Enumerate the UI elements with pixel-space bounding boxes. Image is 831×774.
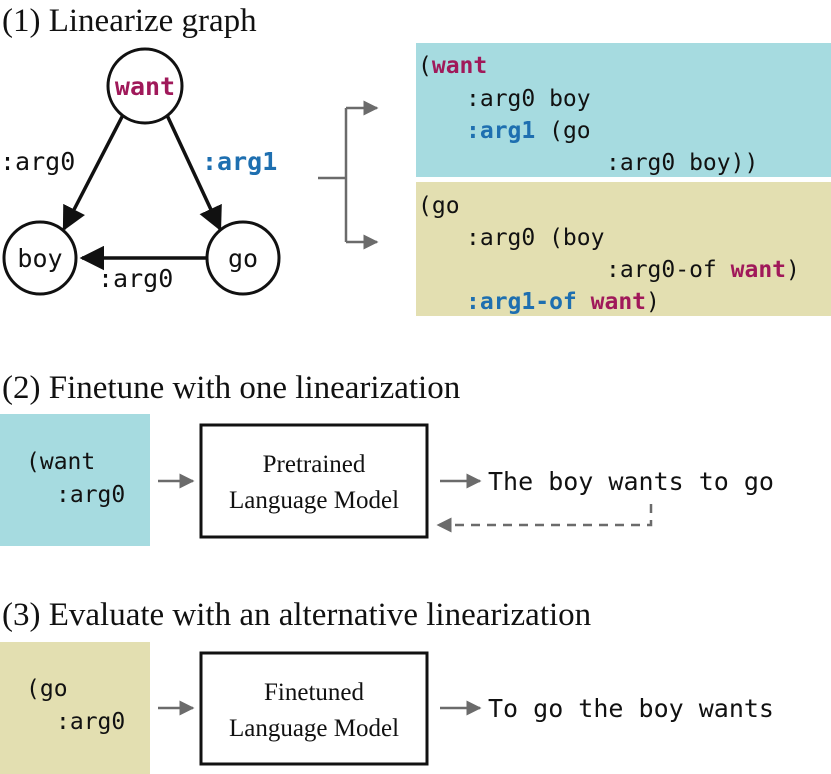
lin-a-line4: :arg0 boy)) bbox=[606, 150, 758, 176]
edge-label-want-boy: :arg0 bbox=[0, 147, 75, 176]
lin-b-arg1of-token: :arg1-of bbox=[466, 289, 591, 315]
finetune-input-box bbox=[0, 414, 150, 546]
finetune-input-line1: (want bbox=[26, 449, 95, 475]
lin-a-arg1-token: :arg1 bbox=[466, 118, 535, 144]
finetuned-model-label-2: Language Model bbox=[229, 715, 399, 742]
section2-heading: (2) Finetune with one linearization bbox=[2, 370, 460, 406]
pretrained-model-label-1: Pretrained bbox=[263, 451, 366, 478]
node-go bbox=[205, 220, 281, 296]
finetune-input-line2: :arg0 bbox=[56, 482, 125, 508]
evaluate-input-line2: :arg0 bbox=[56, 709, 125, 735]
node-boy-label: boy bbox=[17, 244, 62, 273]
lin-b-line1: (go bbox=[418, 193, 460, 219]
section3-heading: (3) Evaluate with an alternative lineari… bbox=[2, 597, 591, 633]
linearization-a-box bbox=[416, 43, 831, 177]
section1-heading: (1) Linearize graph bbox=[2, 3, 257, 39]
bracket-connector bbox=[318, 108, 348, 242]
finetune-output-text: The boy wants to go bbox=[488, 467, 774, 496]
linearization-b-box bbox=[416, 182, 831, 316]
evaluate-input-box bbox=[0, 642, 150, 774]
lin-a-line3: :arg1 (go bbox=[466, 118, 591, 144]
evaluate-output-text: To go the boy wants bbox=[488, 694, 774, 723]
evaluate-input-line1: (go bbox=[26, 676, 68, 702]
finetuned-model-label-1: Finetuned bbox=[264, 679, 364, 706]
lin-b-line4: :arg1-of want) bbox=[466, 289, 660, 315]
lin-a-want-token: want bbox=[432, 53, 487, 79]
edge-label-go-boy: :arg0 bbox=[98, 264, 173, 293]
node-boy bbox=[2, 220, 78, 296]
pretrained-model-box bbox=[199, 423, 429, 539]
pretrained-model-label-2: Language Model bbox=[229, 487, 399, 514]
lin-a-line1: (want bbox=[418, 53, 487, 79]
finetune-feedback-loop bbox=[436, 504, 653, 533]
edge-label-want-go: :arg1 bbox=[202, 147, 277, 176]
lin-a-line2: :arg0 boy bbox=[466, 86, 591, 112]
node-want-label: want bbox=[115, 72, 175, 101]
node-go-label: go bbox=[228, 244, 258, 273]
lin-b-want-token-2: want bbox=[591, 289, 646, 315]
edge-want-go-arrow bbox=[164, 112, 222, 232]
finetuned-model-box bbox=[199, 651, 429, 766]
lin-b-line2: :arg0 (boy bbox=[466, 225, 604, 251]
node-want bbox=[106, 47, 184, 125]
edge-want-boy-arrow bbox=[62, 112, 126, 232]
lin-b-line3: :arg0-of want) bbox=[606, 257, 800, 283]
lin-b-want-token: want bbox=[731, 257, 786, 283]
